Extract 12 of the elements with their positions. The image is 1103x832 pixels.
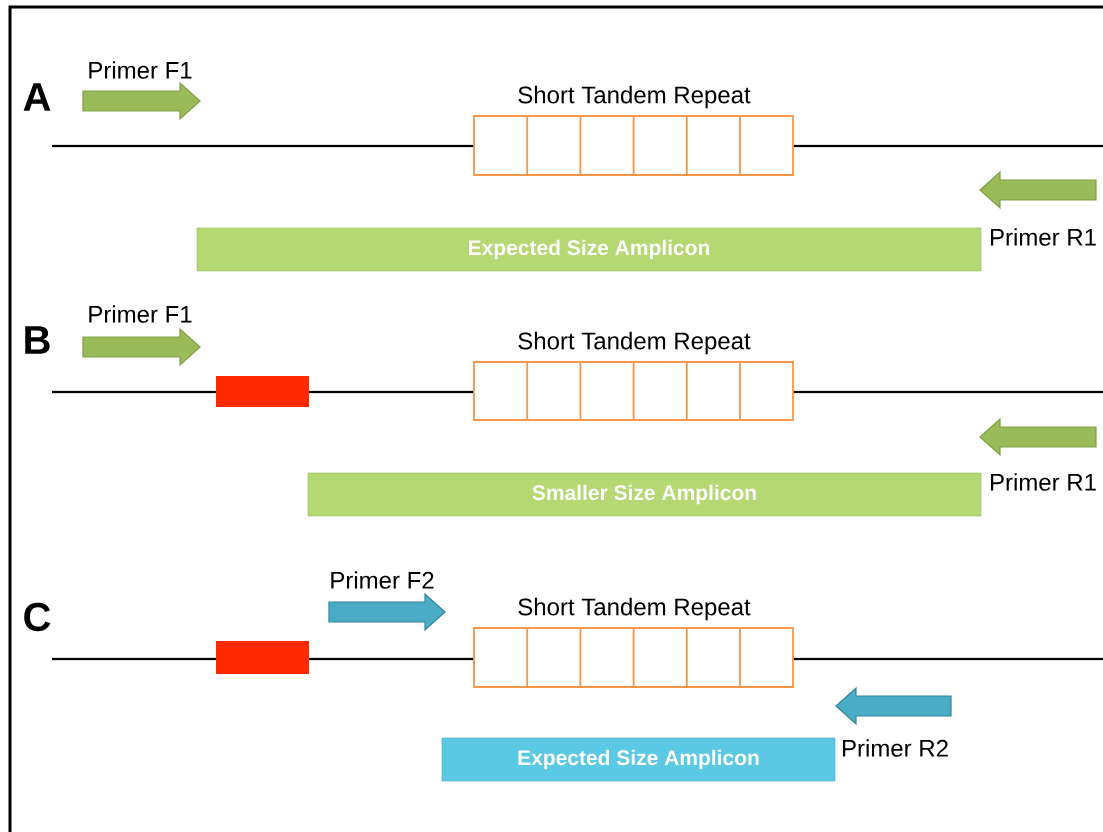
amplicon-bar: Expected Size Amplicon [441, 737, 836, 782]
amplicon-bar: Expected Size Amplicon [196, 227, 982, 272]
panel-letter: C [24, 602, 51, 632]
text-label: Short Tandem Repeat [518, 597, 751, 621]
text-label: Primer F1 [89, 61, 192, 79]
text-label: Primer F2 [331, 571, 434, 589]
panel-letter: A [23, 83, 51, 111]
amplicon-bar: Smaller Size Amplicon [307, 472, 982, 517]
text-label: Short Tandem Repeat [518, 85, 751, 109]
panel-letter: B [25, 326, 50, 354]
text-label: Primer F1 [89, 305, 192, 323]
text-label: Short Tandem Repeat [518, 331, 751, 355]
